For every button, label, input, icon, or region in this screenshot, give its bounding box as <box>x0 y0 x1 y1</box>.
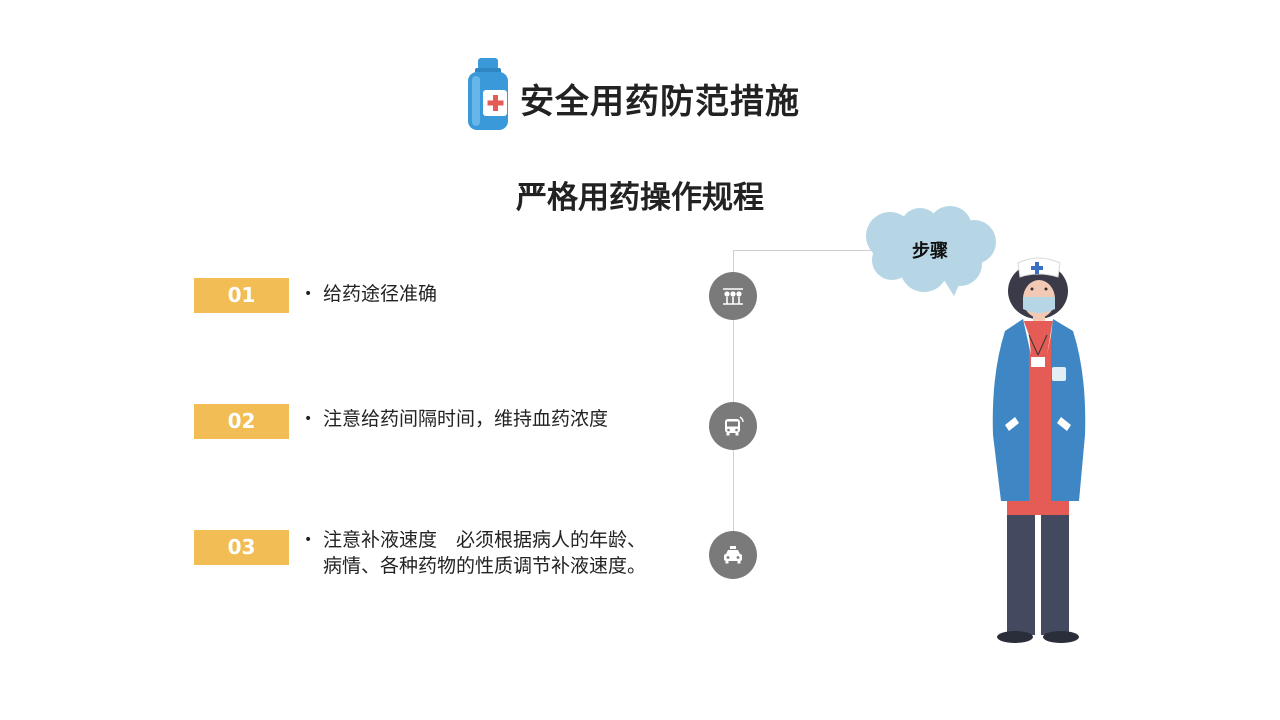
step-number-badge: 03 <box>194 530 289 565</box>
timeline-node <box>709 272 757 320</box>
step-item: • 注意给药间隔时间，维持血药浓度 <box>304 406 608 432</box>
people-icon <box>723 288 743 305</box>
page-title: 安全用药防范措施 <box>520 82 800 122</box>
header: 安全用药防范措施 <box>466 56 846 132</box>
callout-label: 步骤 <box>912 241 948 262</box>
nurse-illustration <box>992 257 1086 643</box>
taxi-icon <box>724 546 742 564</box>
step-number-badge: 02 <box>194 404 289 439</box>
step-text-line: 病情、各种药物的性质调节补液速度。 <box>323 555 647 577</box>
step-item: • 给药途径准确 <box>304 281 437 307</box>
step-item: • 注意补液速度 必须根据病人的年龄、 病情、各种药物的性质调节补液速度。 <box>304 527 646 579</box>
bus-icon <box>725 416 744 436</box>
timeline-node <box>709 531 757 579</box>
step-number-badge: 01 <box>194 278 289 313</box>
step-text-line: 注意补液速度 必须根据病人的年龄、 <box>323 529 647 551</box>
bullet: • <box>304 532 313 548</box>
timeline-node <box>709 402 757 450</box>
thought-cloud-icon <box>866 206 996 296</box>
section-subtitle: 严格用药操作规程 <box>516 180 764 216</box>
medicine-bottle-icon <box>468 58 508 130</box>
bullet: • <box>304 286 313 302</box>
bullet: • <box>304 411 313 427</box>
timeline-connector <box>733 250 873 251</box>
step-text: 给药途径准确 <box>323 283 438 305</box>
step-text: 注意给药间隔时间，维持血药浓度 <box>323 408 609 430</box>
